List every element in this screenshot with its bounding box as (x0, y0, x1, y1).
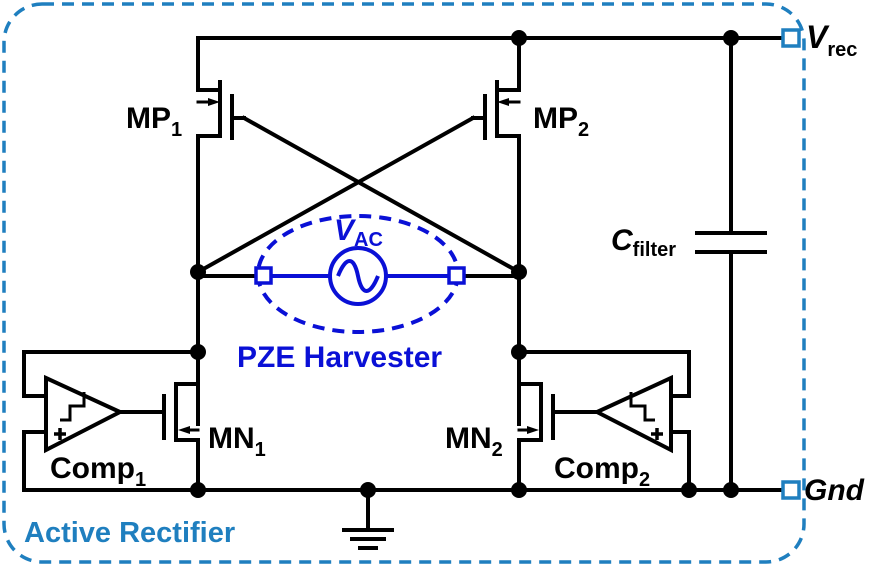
vac-label: VAC (334, 214, 383, 251)
vrec-rail (196, 30, 784, 46)
pmos-mp1 (196, 36, 246, 274)
mn1-label: MN1 (208, 422, 266, 461)
ground-icon (342, 488, 394, 550)
mp1-label: MP1 (126, 102, 182, 141)
comp2-label: Comp2 (554, 452, 650, 491)
pze-harvester (196, 214, 521, 334)
comp1-label: Comp1 (50, 452, 146, 491)
comparator-1 (22, 350, 200, 492)
active-rectifier-label: Active Rectifier (24, 517, 235, 549)
nmos-mn1 (118, 382, 200, 492)
nmos-mn2 (517, 382, 599, 492)
harvester-label: PZE Harvester (237, 341, 442, 374)
comparator-icon (60, 392, 86, 422)
vrec-label: Vrec (806, 19, 857, 61)
mn2-label: MN2 (445, 422, 503, 461)
cross-coupling (195, 115, 522, 275)
gnd-terminal (781, 480, 801, 500)
capacitor-icon (695, 36, 767, 492)
vrec-terminal (781, 28, 801, 48)
pmos-mp2 (471, 36, 521, 274)
comparator-2 (517, 350, 691, 492)
gnd-label: Gnd (804, 474, 865, 507)
mp2-label: MP2 (533, 102, 589, 141)
ac-source-icon (328, 246, 388, 306)
active-rectifier-boundary (2, 2, 806, 564)
cfilter-label: Cfilter (611, 224, 676, 261)
